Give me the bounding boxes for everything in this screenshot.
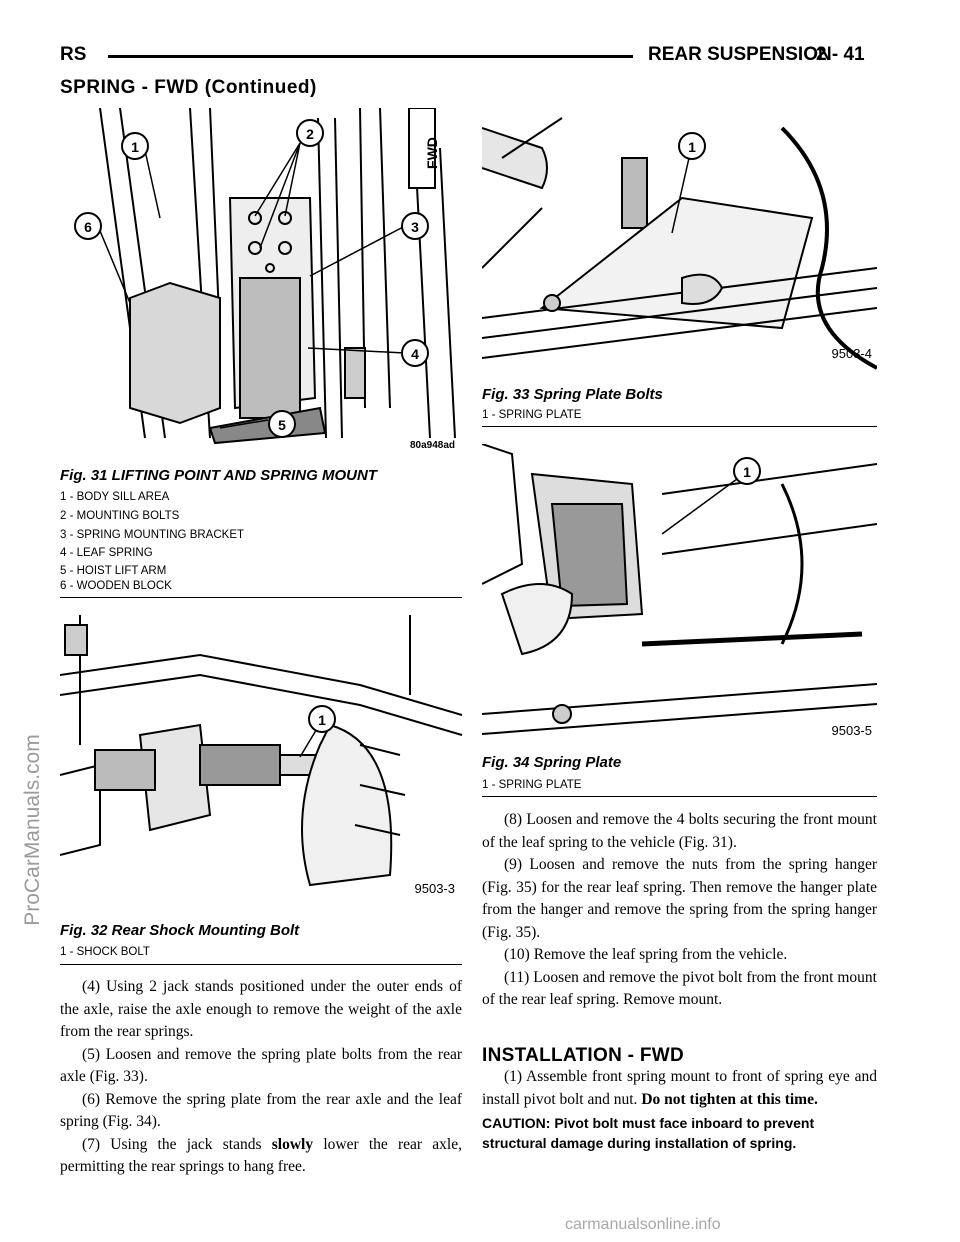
- fig31-callout-6: 6: [84, 219, 92, 235]
- fig31-caption: Fig. 31 LIFTING POINT AND SPRING MOUNT: [60, 467, 377, 484]
- left-procedure-text: (4) Using 2 jack stands positioned under…: [60, 976, 462, 1179]
- step-10: (10) Remove the leaf spring from the veh…: [504, 946, 788, 963]
- side-watermark-text: ProCarManuals.com: [21, 734, 44, 926]
- figure-32-illustration: 1 9503-3: [60, 615, 462, 905]
- fig31-callout-4: 4: [411, 346, 419, 362]
- fig31-legend-5: 5 - HOIST LIFT ARM: [60, 565, 167, 577]
- step-5: (5) Loosen and remove the spring plate b…: [60, 1045, 462, 1086]
- fig33-callout-1: 1: [688, 139, 696, 155]
- fig33-legend-1: 1 - SPRING PLATE: [482, 409, 582, 421]
- step-8: (8) Loosen and remove the 4 bolts securi…: [482, 811, 877, 851]
- step-7-emphasis: slowly: [271, 1135, 314, 1153]
- step-9: (9) Loosen and remove the nuts from the …: [482, 856, 877, 941]
- section-code: RS: [60, 44, 87, 65]
- fig33-caption: Fig. 33 Spring Plate Bolts: [482, 386, 663, 403]
- install-step-1-emphasis: Do not tighten at this time.: [641, 1090, 818, 1108]
- fig32-rule: [60, 964, 462, 965]
- fwd-label: FWD: [424, 137, 440, 169]
- fig34-image-code: 9503-5: [832, 723, 872, 738]
- fig31-callout-5: 5: [278, 417, 286, 433]
- fig32-caption: Fig. 32 Rear Shock Mounting Bolt: [60, 922, 300, 939]
- fig34-legend-1: 1 - SPRING PLATE: [482, 779, 582, 791]
- figure-33-illustration: 1 9503-4: [482, 108, 877, 376]
- step-7: (7) Using the jack stands slowly lower t…: [60, 1135, 462, 1176]
- fig31-rule: [60, 597, 462, 598]
- caution-note: CAUTION: Pivot bolt must face inboard to…: [482, 1115, 815, 1151]
- footer-watermark: carmanualsonline.info: [565, 1216, 721, 1233]
- fig34-rule: [482, 796, 877, 797]
- fig31-callout-3: 3: [411, 219, 419, 235]
- section-title: REAR SUSPENSION: [648, 44, 832, 65]
- fig33-rule: [482, 426, 877, 427]
- installation-text: (1) Assemble front spring mount to front…: [482, 1066, 877, 1111]
- side-watermark: ProCarManuals.com: [3, 510, 63, 1150]
- right-procedure-text: (8) Loosen and remove the 4 bolts securi…: [482, 809, 877, 1012]
- fig31-legend-3: 3 - SPRING MOUNTING BRACKET: [60, 529, 245, 541]
- fig31-legend-4: 4 - LEAF SPRING: [60, 547, 153, 559]
- fig34-caption: Fig. 34 Spring Plate: [482, 754, 622, 771]
- page-subtitle: SPRING - FWD (Continued): [60, 77, 317, 98]
- fig31-legend-6: 6 - WOODEN BLOCK: [60, 580, 172, 592]
- header-rule: [108, 55, 633, 58]
- fig31-image-code: 80a948ad: [410, 440, 455, 451]
- fig31-legend-1: 1 - BODY SILL AREA: [60, 491, 170, 503]
- step-4: (4) Using 2 jack stands positioned under…: [60, 978, 462, 1040]
- step-11: (11) Loosen and remove the pivot bolt fr…: [482, 968, 877, 1009]
- step-6: (6) Remove the spring plate from the rea…: [60, 1090, 462, 1131]
- fig34-callout-1: 1: [743, 464, 751, 480]
- fig32-legend-1: 1 - SHOCK BOLT: [60, 946, 150, 958]
- fig32-image-code: 9503-3: [415, 881, 455, 896]
- fig31-callout-2: 2: [306, 126, 314, 142]
- fig32-callout-1: 1: [318, 712, 326, 728]
- installation-heading: INSTALLATION - FWD: [482, 1045, 685, 1066]
- figure-31-illustration: FWD 1 2 3 4 5 6 80a948ad: [60, 108, 462, 452]
- fig31-callout-1: 1: [131, 139, 139, 155]
- page-number: 2 - 41: [816, 44, 865, 65]
- fig31-legend-2: 2 - MOUNTING BOLTS: [60, 510, 180, 522]
- figure-34-illustration: 1 9503-5: [482, 444, 877, 740]
- fig33-image-code: 9503-4: [832, 346, 872, 361]
- install-step-1: (1) Assemble front spring mount to front…: [482, 1068, 877, 1108]
